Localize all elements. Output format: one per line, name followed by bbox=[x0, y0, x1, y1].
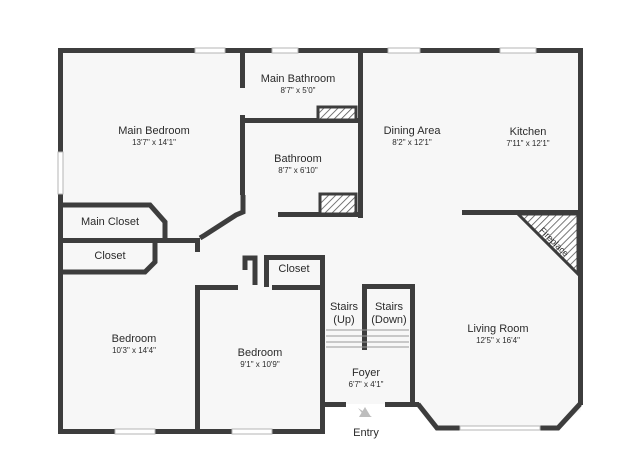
windows bbox=[57, 47, 541, 435]
bedroom-left-label: Bedroom bbox=[112, 333, 157, 345]
bedroom-mid-label: Bedroom bbox=[238, 347, 283, 359]
closet-left-label: Closet bbox=[94, 250, 125, 262]
dining-area-label: Dining Area bbox=[384, 125, 442, 137]
living-room-dims: 12'5" x 16'4" bbox=[476, 336, 520, 345]
stair-treads bbox=[326, 329, 409, 348]
entry-label: Entry bbox=[353, 427, 379, 439]
entry-marker-icon bbox=[359, 407, 371, 417]
closet-mid-label: Closet bbox=[278, 263, 309, 275]
kitchen-dims: 7'11" x 12'1" bbox=[506, 139, 549, 148]
foyer-label: Foyer bbox=[352, 367, 380, 379]
floor-area bbox=[60, 50, 581, 432]
foyer-dims: 6'7" x 4'1" bbox=[349, 380, 384, 389]
fireplace-block bbox=[514, 212, 580, 278]
stairs-down-direction: (Down) bbox=[371, 314, 406, 326]
bath-fixture-lower bbox=[318, 192, 358, 216]
living-room-label: Living Room bbox=[467, 323, 528, 335]
kitchen-label: Kitchen bbox=[510, 126, 547, 138]
bedroom-mid-dims: 9'1" x 10'9" bbox=[240, 360, 280, 369]
main-bedroom-dims: 13'7" x 14'1" bbox=[132, 138, 176, 147]
stairs-up-direction: (Up) bbox=[333, 314, 354, 326]
bathroom-label: Bathroom bbox=[274, 153, 322, 165]
bedroom-left-dims: 10'3" x 14'4" bbox=[112, 346, 156, 355]
stairs-up-label: Stairs bbox=[330, 301, 359, 313]
stairs-down-label: Stairs bbox=[375, 301, 404, 313]
interior-walls bbox=[58, 48, 581, 433]
bathroom-dims: 8'7" x 6'10" bbox=[278, 166, 318, 175]
bath-fixture-upper bbox=[316, 105, 358, 122]
dining-area-dims: 8'2" x 12'1" bbox=[392, 138, 432, 147]
main-closet-label: Main Closet bbox=[81, 216, 139, 228]
main-bathroom-label: Main Bathroom bbox=[261, 73, 336, 85]
main-bathroom-dims: 8'7" x 5'0" bbox=[281, 86, 316, 95]
main-bedroom-label: Main Bedroom bbox=[118, 125, 190, 137]
